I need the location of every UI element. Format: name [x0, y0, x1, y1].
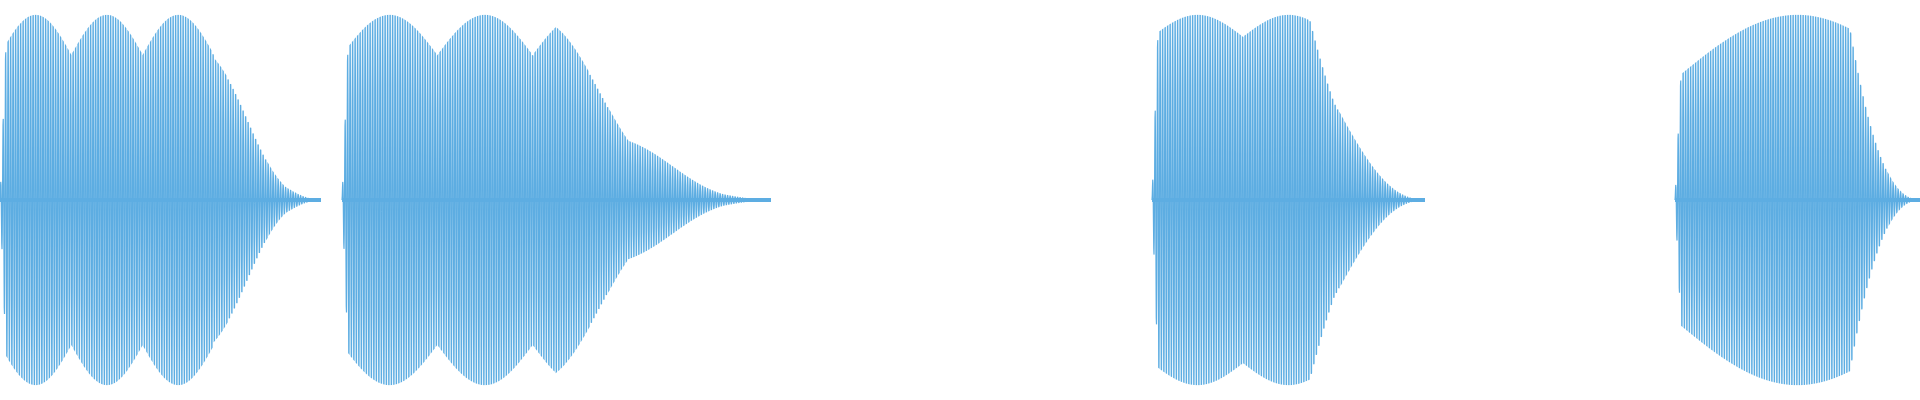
- waveform-centerline-2: [342, 198, 771, 202]
- waveform-centerline-3: [1152, 198, 1425, 202]
- waveform-bursts: [0, 14, 1920, 386]
- waveform-centerline-4: [1675, 198, 1920, 202]
- waveform-centerline-1: [0, 198, 321, 202]
